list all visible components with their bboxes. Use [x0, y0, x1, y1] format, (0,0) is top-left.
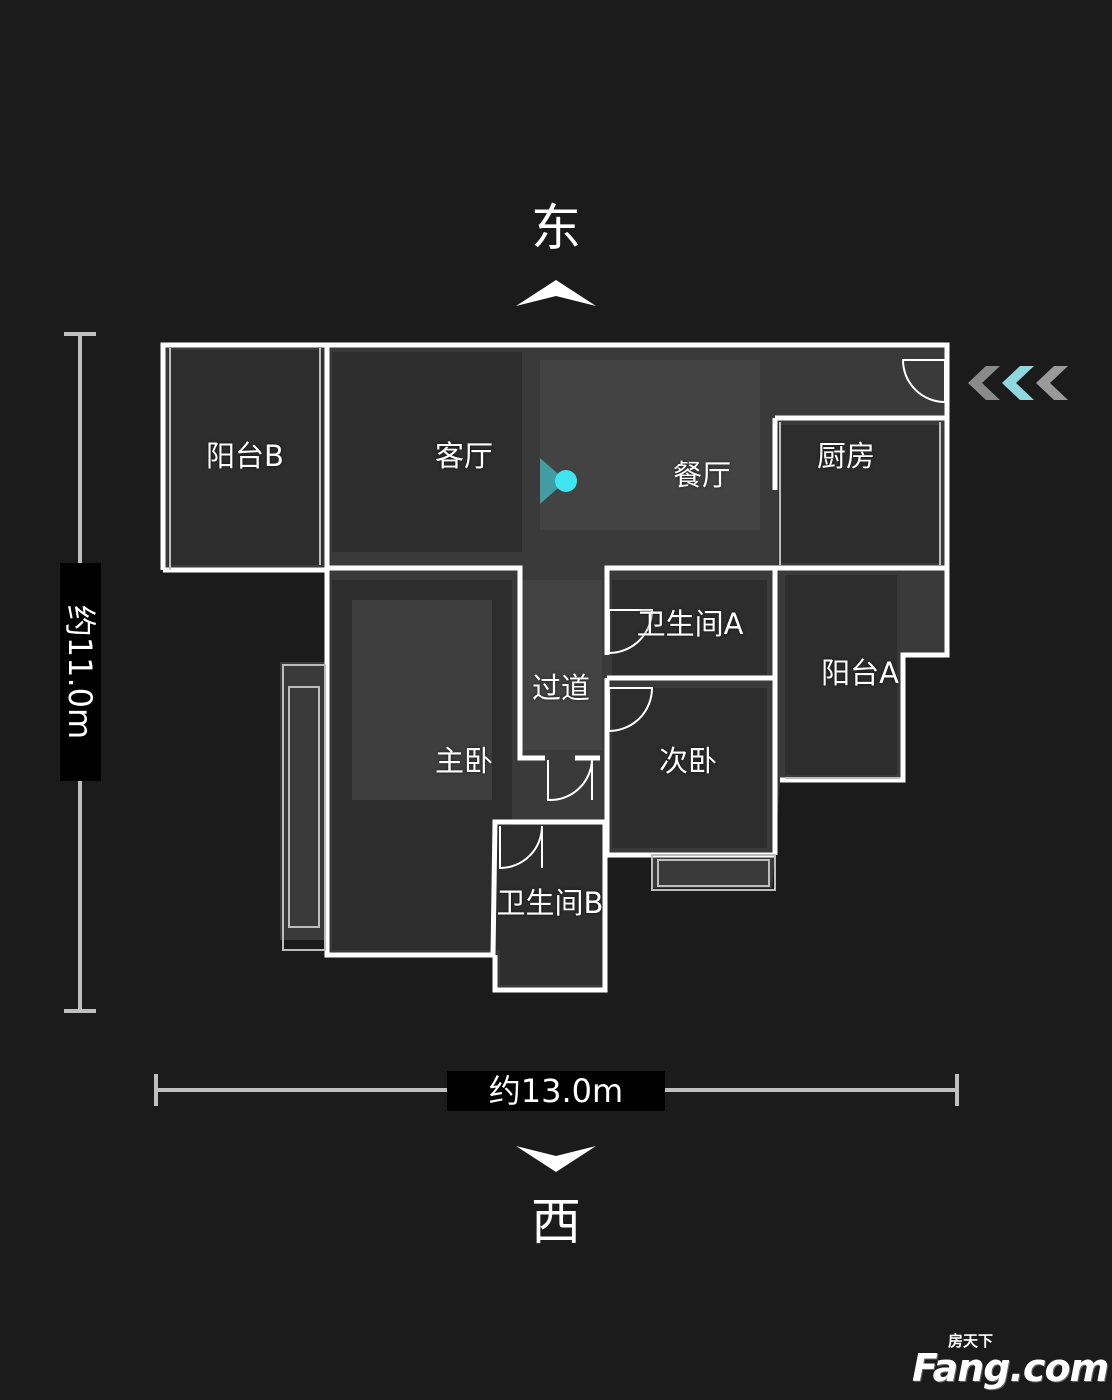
logo-brand-cn: 房天下 — [948, 1332, 994, 1350]
door-swings — [499, 359, 946, 870]
dimension-height-label: 约11.0m — [61, 604, 99, 740]
room-label-hallway[interactable]: 过道 — [531, 671, 591, 705]
triple-chevron-left-icon — [968, 366, 1068, 400]
room-label-bathroom-b[interactable]: 卫生间B — [496, 886, 604, 920]
room-label-bathroom-a[interactable]: 卫生间A — [636, 607, 744, 641]
compass-west-label: 西 — [531, 1193, 581, 1251]
room-label-balcony-b[interactable]: 阳台B — [206, 439, 284, 473]
window-outlines — [169, 348, 941, 951]
room-label-master-bedroom[interactable]: 主卧 — [434, 744, 494, 778]
dimension-height-box — [60, 563, 101, 781]
chevron-up-icon — [516, 280, 596, 306]
compass-east-label: 东 — [531, 199, 581, 257]
room-label-kitchen[interactable]: 厨房 — [816, 439, 876, 473]
chevron-down-icon — [516, 1146, 596, 1172]
floor-shading — [168, 350, 940, 985]
floor-highlights — [352, 360, 760, 800]
fang-logo: 房天下 Fang.com — [912, 1330, 1109, 1390]
room-label-second-bedroom[interactable]: 次卧 — [658, 744, 718, 778]
dimension-width-label: 约13.0m — [447, 1071, 665, 1111]
room-label-living-room[interactable]: 客厅 — [434, 439, 494, 473]
room-label-balcony-a[interactable]: 阳台A — [821, 656, 899, 690]
camera-position-icon[interactable] — [540, 458, 577, 504]
walls — [160, 342, 950, 993]
room-label-dining-room[interactable]: 餐厅 — [672, 458, 732, 492]
logo-brand: Fang.com — [912, 1346, 1109, 1390]
